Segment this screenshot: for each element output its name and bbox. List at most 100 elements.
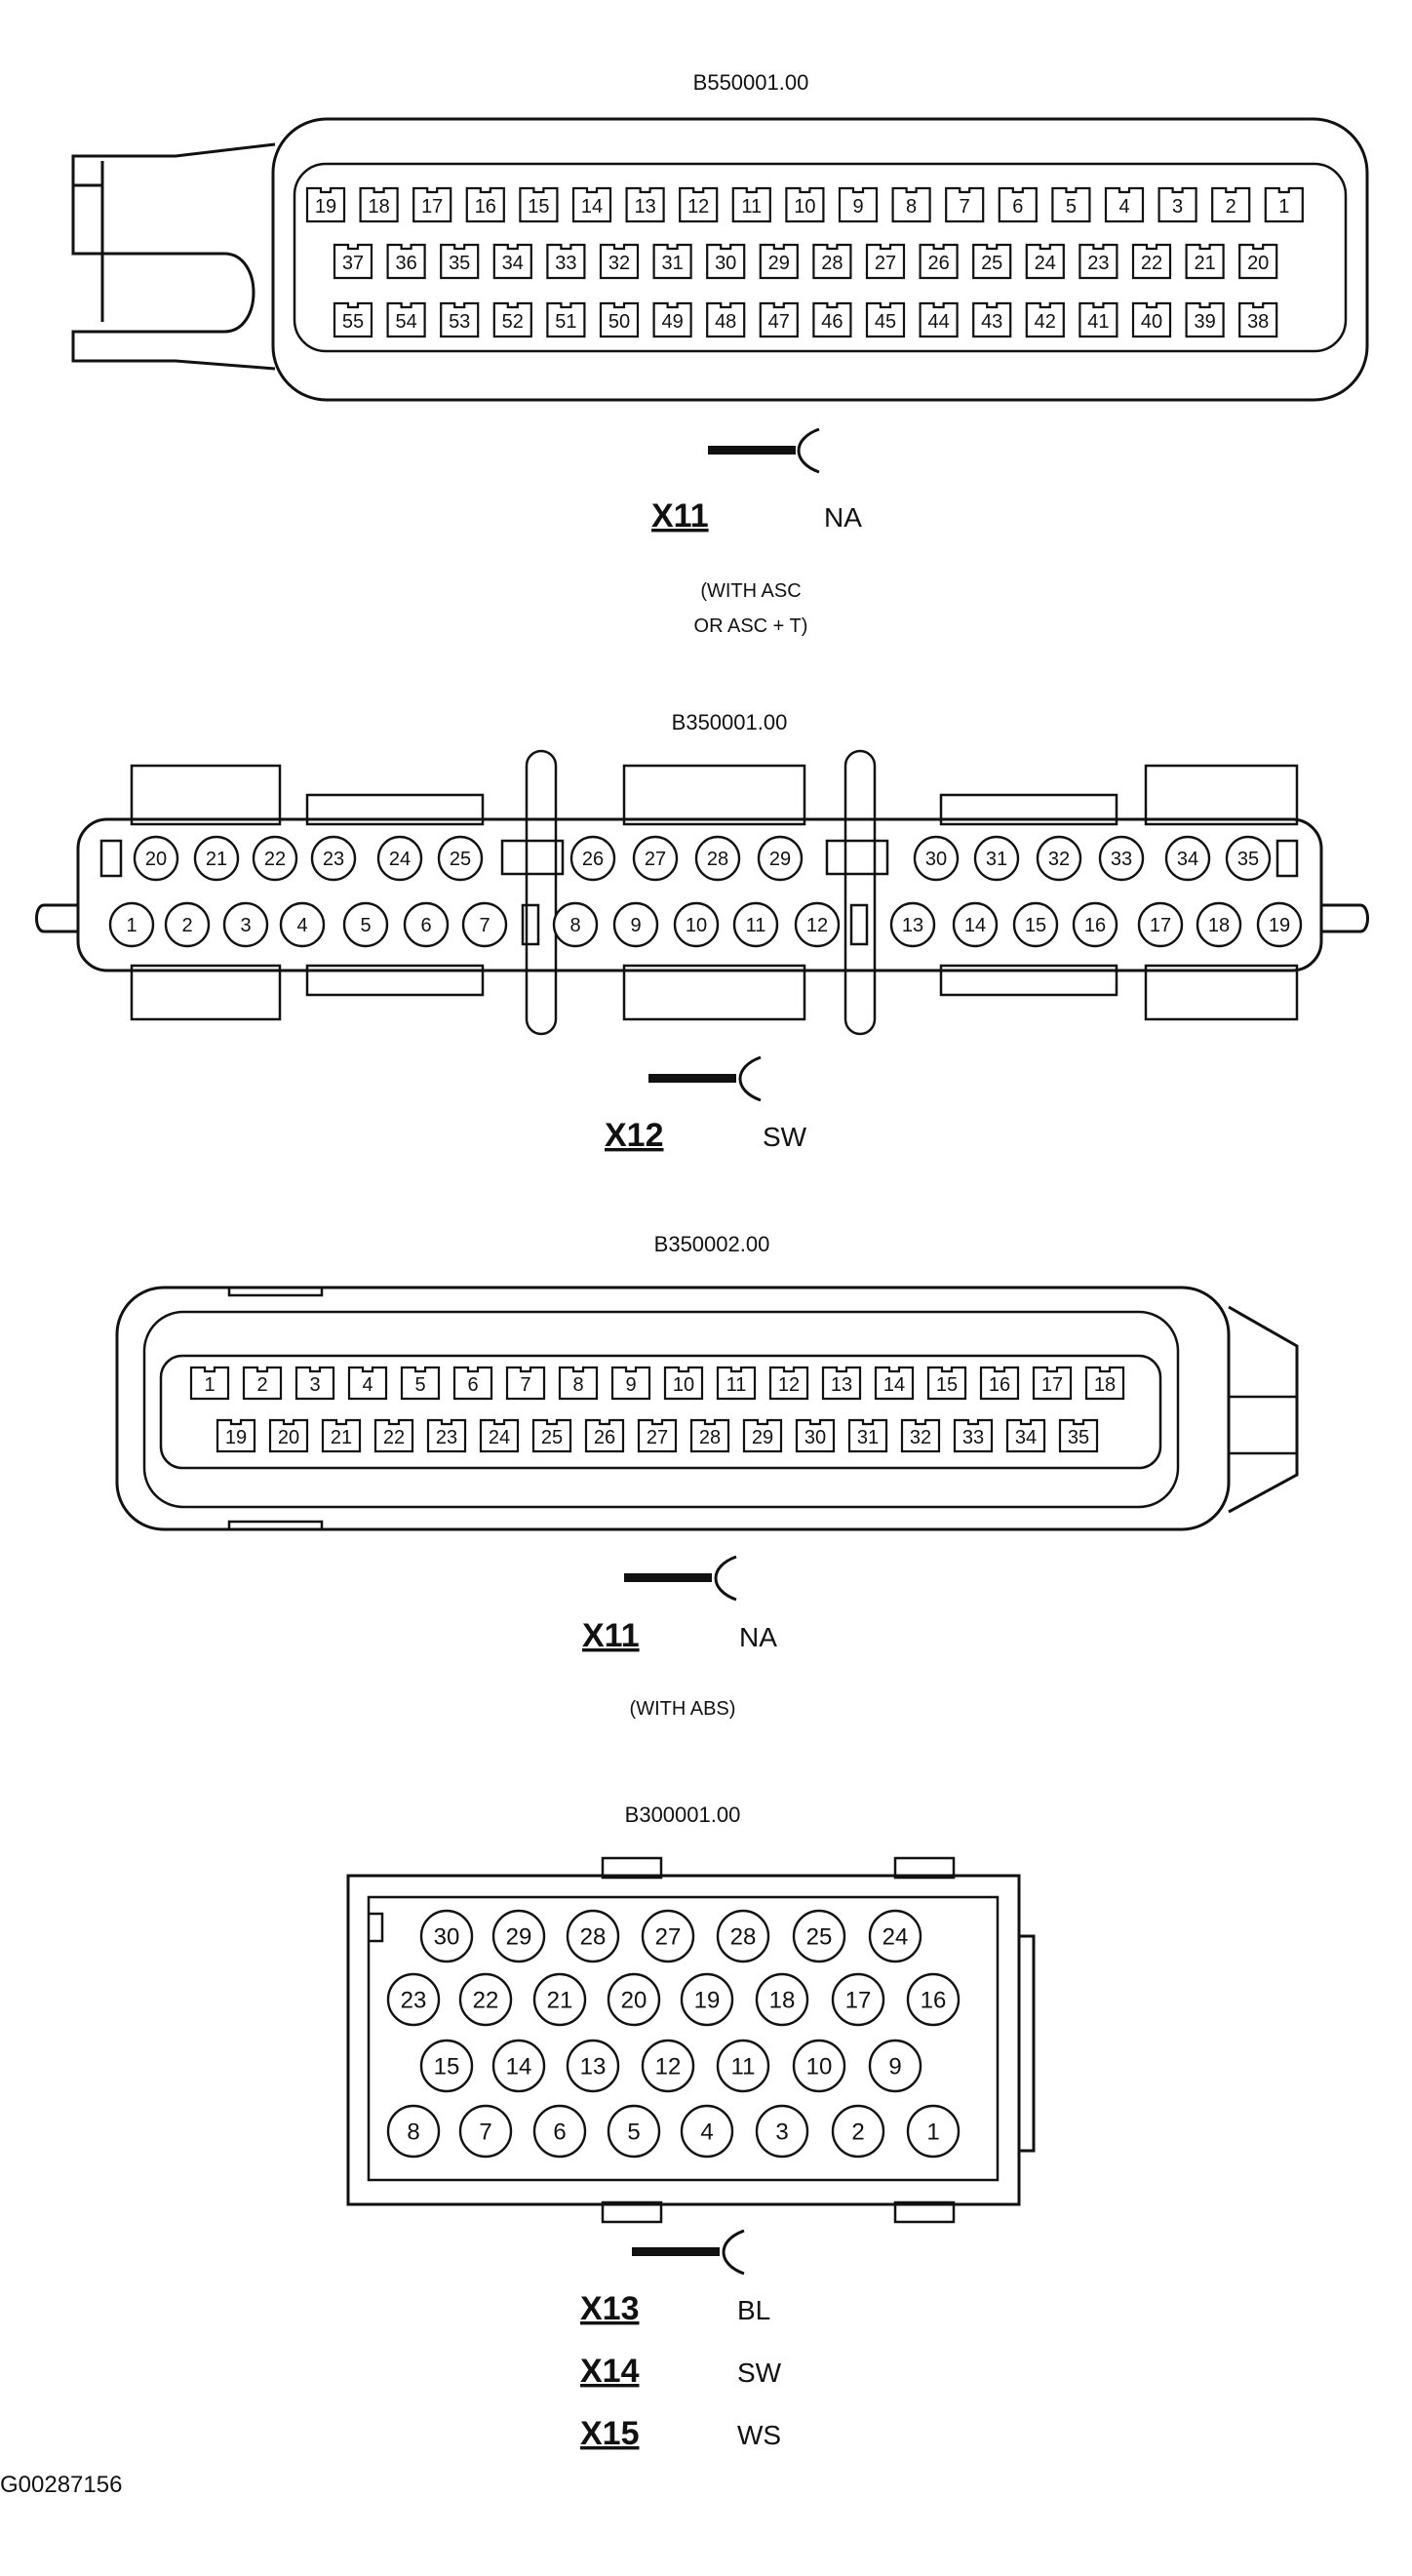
pin-c3-30: 30 [795, 1418, 836, 1453]
pin-number: 34 [502, 253, 524, 274]
pin-number: 22 [264, 849, 286, 870]
pin-c3-2: 2 [242, 1366, 283, 1401]
pin-c2-19: 19 [1256, 901, 1303, 948]
pin-c3-16: 16 [979, 1366, 1020, 1401]
pin-number: 19 [315, 196, 336, 218]
pin-number: 26 [582, 849, 604, 870]
pin-c2-8: 8 [552, 901, 599, 948]
pin-c4-17: 17 [831, 1972, 885, 2027]
pin-c1-5: 5 [1051, 186, 1091, 223]
pin-number: 36 [395, 253, 416, 274]
pin-c1-23: 23 [1079, 243, 1118, 280]
pin-c1-41: 41 [1079, 301, 1118, 338]
pin-c3-20: 20 [268, 1418, 309, 1453]
pin-c2-22: 22 [252, 835, 298, 882]
pin-c2-7: 7 [461, 901, 508, 948]
pin-c4-4: 4 [680, 2104, 734, 2159]
pin-number: 35 [1068, 1427, 1089, 1448]
pin-c4-15: 15 [419, 2039, 474, 2093]
c2-wire-symbol [648, 1055, 762, 1102]
pin-number: 6 [553, 2120, 566, 2146]
pin-c4-12: 12 [641, 2039, 695, 2093]
pin-number: 14 [506, 2054, 532, 2081]
pin-number: 33 [962, 1427, 984, 1448]
pin-c1-15: 15 [519, 186, 559, 223]
pin-c3-10: 10 [663, 1366, 704, 1401]
pin-c1-44: 44 [919, 301, 959, 338]
pin-number: 1 [204, 1374, 215, 1396]
pin-c1-52: 52 [492, 301, 532, 338]
pin-number: 13 [831, 1374, 852, 1396]
pin-c2-1: 1 [108, 901, 155, 948]
pin-number: 27 [875, 253, 896, 274]
pin-number: 25 [806, 1924, 833, 1951]
pin-number: 8 [572, 1374, 583, 1396]
pin-c3-7: 7 [505, 1366, 546, 1401]
pin-c2-12: 12 [794, 901, 841, 948]
pin-c1-2: 2 [1211, 186, 1251, 223]
pin-c1-37: 37 [333, 243, 373, 280]
pin-c1-50: 50 [599, 301, 640, 338]
pin-number: 47 [768, 311, 790, 333]
pin-number: 8 [407, 2120, 419, 2146]
pin-number: 23 [323, 849, 344, 870]
pin-c4-11: 11 [716, 2039, 770, 2093]
pin-c4-29: 29 [491, 1909, 546, 1963]
pin-c4-28: 28 [566, 1909, 620, 1963]
pin-c1-39: 39 [1185, 301, 1225, 338]
pin-c2-35: 35 [1225, 835, 1272, 882]
pin-number: 32 [910, 1427, 931, 1448]
pin-number: 14 [883, 1374, 905, 1396]
pin-c1-40: 40 [1131, 301, 1172, 338]
pin-c2-29: 29 [757, 835, 804, 882]
c4-wire-color-3: WS [737, 2420, 781, 2450]
pin-c3-5: 5 [400, 1366, 441, 1401]
pin-number: 16 [989, 1374, 1010, 1396]
pin-number: 20 [621, 1988, 647, 2014]
pin-number: 6 [1012, 196, 1023, 218]
pin-c2-18: 18 [1196, 901, 1242, 948]
pin-number: 21 [1194, 253, 1215, 274]
pin-number: 24 [489, 1427, 510, 1448]
pin-c4-25: 25 [792, 1909, 846, 1963]
pin-c1-19: 19 [305, 186, 346, 223]
pin-number: 25 [450, 849, 471, 870]
pin-c4-10: 10 [792, 2039, 846, 2093]
pin-number: 25 [981, 253, 1002, 274]
pin-c3-8: 8 [558, 1366, 599, 1401]
pin-c1-12: 12 [679, 186, 719, 223]
figure-id: G00287156 [0, 2472, 122, 2498]
pin-c2-33: 33 [1098, 835, 1145, 882]
pin-number: 17 [1041, 1374, 1063, 1396]
pin-number: 13 [580, 2054, 607, 2081]
pin-c3-15: 15 [926, 1366, 967, 1401]
pin-number: 46 [821, 311, 843, 333]
pin-number: 21 [206, 849, 227, 870]
pin-c1-4: 4 [1104, 186, 1145, 223]
pin-number: 42 [1035, 311, 1056, 333]
pin-c4-3: 3 [755, 2104, 809, 2159]
pin-number: 12 [655, 2054, 682, 2081]
c4-housing [346, 1856, 1036, 2224]
pin-c4-21: 21 [532, 1972, 587, 2027]
pin-number: 4 [362, 1374, 373, 1396]
pin-c1-47: 47 [759, 301, 799, 338]
pin-c1-34: 34 [492, 243, 532, 280]
pin-number: 43 [981, 311, 1002, 333]
pin-number: 4 [700, 2120, 713, 2146]
pin-number: 2 [851, 2120, 864, 2146]
pin-c3-24: 24 [479, 1418, 520, 1453]
c1-note-line-1: (WITH ASC [700, 580, 801, 602]
pin-c3-1: 1 [189, 1366, 230, 1401]
c4-connector-code-1: X13 [580, 2290, 640, 2327]
pin-c2-16: 16 [1072, 901, 1118, 948]
pin-c3-4: 4 [347, 1366, 388, 1401]
pin-c2-30: 30 [913, 835, 960, 882]
pin-number: 39 [1194, 311, 1215, 333]
pin-c4-1: 1 [906, 2104, 961, 2159]
pin-number: 9 [625, 1374, 636, 1396]
pin-c2-28: 28 [694, 835, 741, 882]
